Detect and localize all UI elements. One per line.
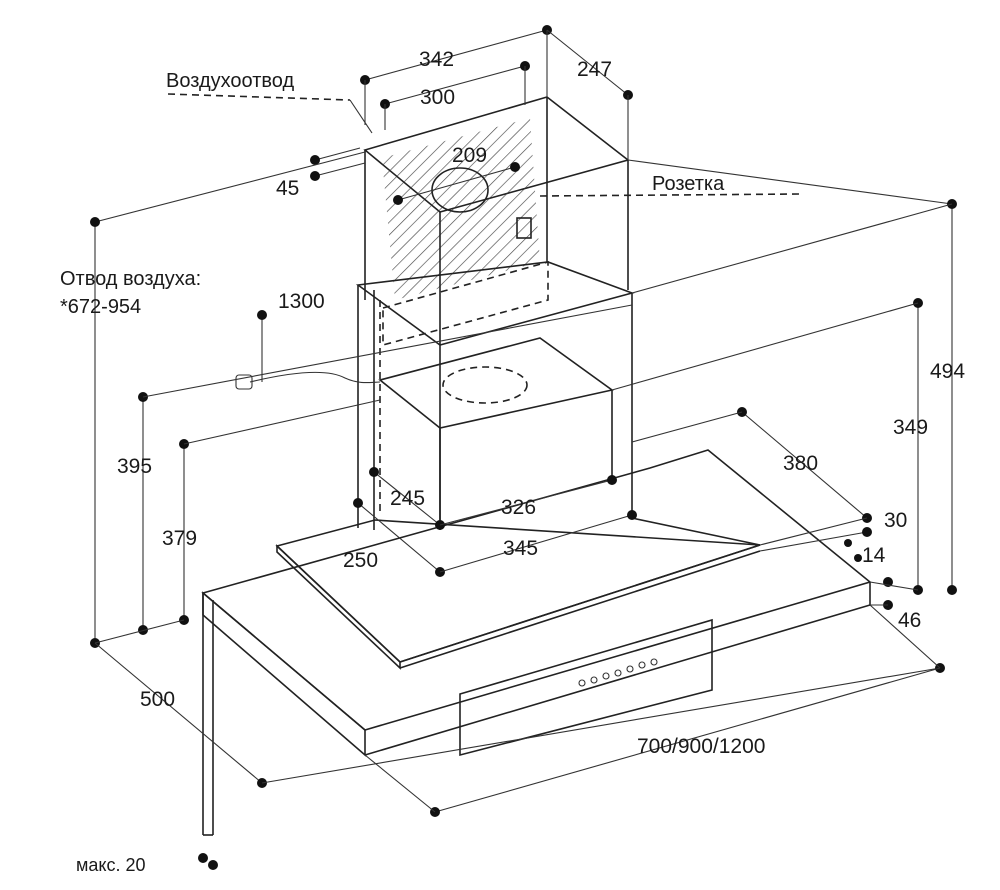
hatched-duct-area: [382, 118, 540, 300]
dim-494: 494: [930, 360, 965, 383]
dim-300: 300: [420, 86, 455, 109]
dim-width: 700/900/1200: [637, 735, 765, 758]
dim-380: 380: [783, 452, 818, 475]
annotation-labels: Воздухоотвод Розетка Отвод воздуха: *672…: [60, 70, 725, 875]
socket-icon: [516, 217, 532, 239]
dim-342: 342: [419, 48, 454, 71]
dim-209: 209: [452, 144, 487, 167]
dim-345: 345: [503, 537, 538, 560]
dimension-labels: 342 247 300 209 45 1300 494 349 395 379 …: [117, 48, 965, 758]
dim-1300: 1300: [278, 290, 325, 313]
upper-chimney: [363, 96, 630, 347]
dim-45: 45: [276, 177, 299, 200]
power-cable: [235, 371, 381, 390]
label-socket: Розетка: [652, 173, 725, 195]
dim-500: 500: [140, 688, 175, 711]
label-air-exhaust: Отвод воздуха:: [60, 268, 201, 290]
dim-46: 46: [898, 609, 921, 632]
hood-body: [201, 96, 872, 836]
control-panel-buttons: [578, 658, 658, 687]
dim-245: 245: [390, 487, 425, 510]
dim-250: 250: [343, 549, 378, 572]
dim-14: 14: [862, 544, 886, 567]
dim-379: 379: [162, 527, 197, 550]
dimension-lines: [90, 25, 957, 870]
dim-247: 247: [577, 58, 612, 81]
canopy-lower-body: [201, 449, 872, 836]
dim-395: 395: [117, 455, 152, 478]
lower-chimney: [355, 261, 635, 530]
label-air-exhaust-range: *672-954: [60, 296, 141, 318]
dim-349: 349: [893, 416, 928, 439]
label-max-gap: макс. 20: [76, 855, 146, 875]
label-air-duct: Воздухоотвод: [166, 70, 294, 92]
dim-30: 30: [884, 509, 907, 532]
dim-326: 326: [501, 496, 536, 519]
